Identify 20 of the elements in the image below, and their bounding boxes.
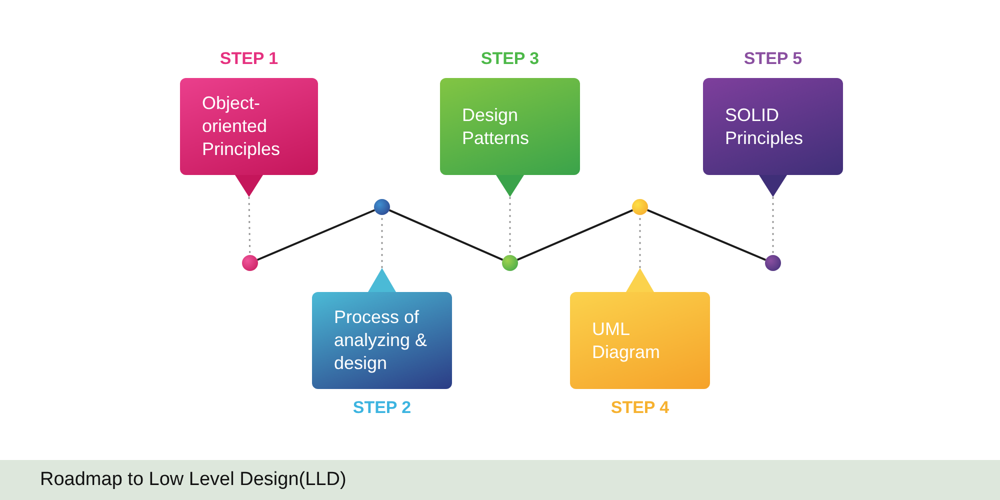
timeline-line bbox=[388, 209, 504, 261]
dotted-connector bbox=[248, 196, 251, 256]
step-label: STEP 2 bbox=[352, 397, 412, 419]
dotted-connector bbox=[639, 215, 641, 268]
step-title: SOLID Principles bbox=[725, 104, 804, 150]
timeline-line bbox=[516, 209, 634, 261]
step-title: UML Diagram bbox=[592, 318, 662, 364]
step-label: STEP 5 bbox=[742, 48, 804, 70]
timeline-line bbox=[256, 209, 376, 261]
step-label: STEP 1 bbox=[218, 48, 280, 70]
dotted-connector bbox=[381, 215, 383, 268]
step-title: Object-oriented Principles bbox=[202, 92, 282, 161]
caption: Roadmap to Low Level Design(LLD) bbox=[40, 468, 346, 492]
step-title: Design Patterns bbox=[462, 104, 530, 150]
step-title: Process of analyzing & design bbox=[334, 306, 428, 375]
step-label: STEP 4 bbox=[610, 397, 670, 419]
step-label: STEP 3 bbox=[480, 48, 540, 70]
timeline-line bbox=[646, 209, 766, 261]
dotted-connector bbox=[772, 197, 774, 255]
dotted-connector bbox=[509, 197, 511, 255]
